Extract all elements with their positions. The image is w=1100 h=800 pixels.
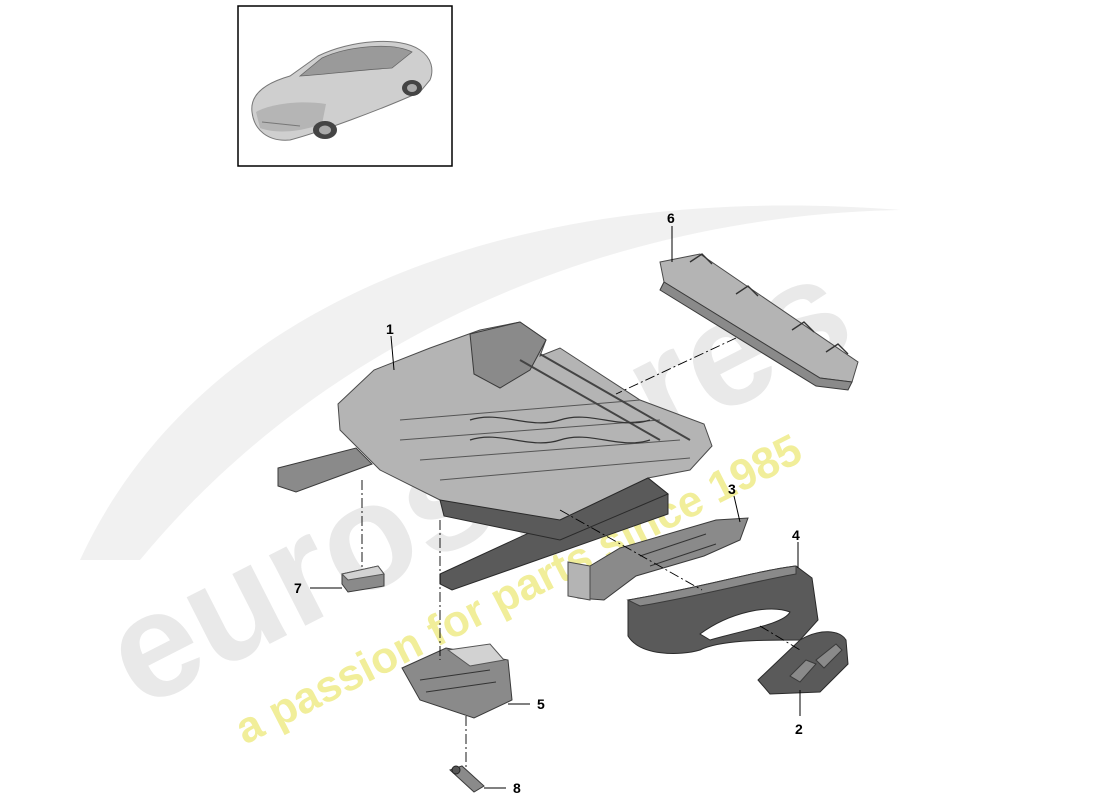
callout-8-label: 8 xyxy=(513,780,521,796)
callout-7: 7 xyxy=(294,580,342,596)
callout-6-label: 6 xyxy=(667,210,675,226)
callout-5: 5 xyxy=(508,696,545,712)
assembly-lines xyxy=(361,337,801,768)
callout-5-label: 5 xyxy=(537,696,545,712)
part-8-clip[interactable] xyxy=(449,765,485,793)
callout-6: 6 xyxy=(667,210,675,262)
callout-1-label: 1 xyxy=(386,321,394,337)
part-2-switch[interactable] xyxy=(757,631,849,695)
vehicle-thumbnail xyxy=(237,5,453,167)
callout-1: 1 xyxy=(386,321,395,371)
watermark-swoosh xyxy=(80,205,900,560)
part-7-clip[interactable] xyxy=(341,565,385,593)
part-5-adapter[interactable] xyxy=(401,643,513,719)
callout-7-label: 7 xyxy=(294,580,302,596)
part-1-seat-frame[interactable] xyxy=(277,321,713,591)
callout-4-label: 4 xyxy=(792,527,800,543)
callout-4: 4 xyxy=(792,527,800,568)
callout-3: 3 xyxy=(728,481,741,523)
car-illustration xyxy=(251,41,433,141)
callout-3-label: 3 xyxy=(728,481,736,497)
callout-8: 8 xyxy=(484,780,521,796)
part-4-side-trim[interactable] xyxy=(626,565,819,654)
part-6-cross-tube[interactable] xyxy=(659,253,859,391)
callout-2: 2 xyxy=(795,690,803,737)
part-3-bracket[interactable] xyxy=(567,517,749,601)
callout-2-label: 2 xyxy=(795,721,803,737)
